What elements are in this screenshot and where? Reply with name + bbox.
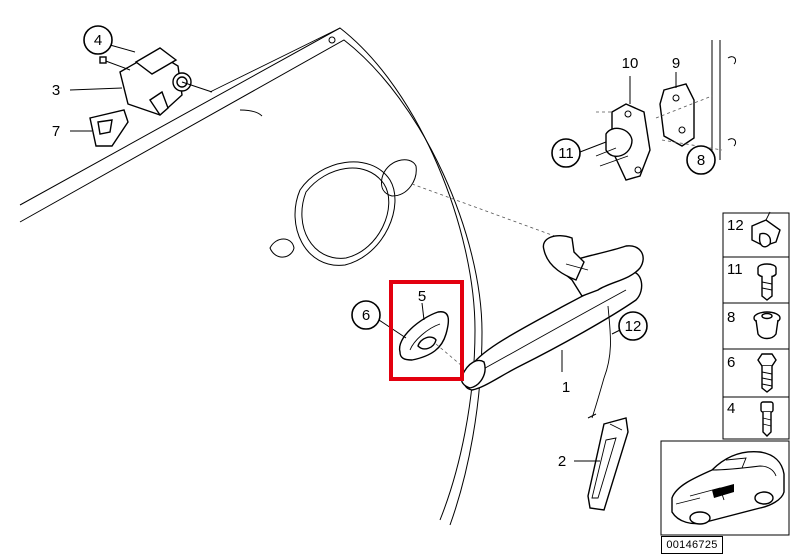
grommet-icon [753,311,781,340]
callout-2[interactable]: 2 [558,453,566,470]
lock-barrel-housing [99,47,213,117]
side-item-12[interactable]: 12 [727,211,781,248]
outer-door-handle [460,234,644,391]
door-striker-plate [595,103,651,181]
hinge-shim-plate [659,83,695,147]
handle-carrier-bracket [587,417,629,511]
side-item-11[interactable]: 11 [727,261,777,301]
highlight-box [389,280,464,381]
callout-8[interactable]: 8 [686,145,716,175]
diagram-id: 00146725 [661,536,723,554]
callout-3[interactable]: 3 [52,82,60,99]
svg-text:12: 12 [625,318,642,335]
callout-9[interactable]: 9 [672,55,680,72]
door-panel-outline [19,27,483,526]
door-pillar-edge [711,40,737,160]
hex-bolt-icon [757,353,777,393]
svg-text:12: 12 [727,217,744,234]
torx-screw-icon [757,263,777,301]
svg-text:6: 6 [727,354,735,371]
side-item-8[interactable]: 8 [727,309,781,340]
callout-11[interactable]: 11 [551,138,581,168]
side-parts-panel [722,212,790,440]
svg-text:4: 4 [94,32,102,49]
callout-10[interactable]: 10 [622,55,639,72]
callout-7[interactable]: 7 [52,123,60,140]
side-item-4[interactable]: 4 [727,400,774,437]
callout-1[interactable]: 1 [562,379,570,396]
vehicle-thumbnail [660,440,790,536]
socket-screw-icon [760,401,774,437]
svg-text:6: 6 [362,307,370,324]
clip-nut-icon [751,211,781,248]
retaining-clip [89,109,129,147]
callout-4[interactable]: 4 [83,25,113,55]
side-item-6[interactable]: 6 [727,353,777,393]
svg-text:8: 8 [727,309,735,326]
svg-text:11: 11 [558,145,574,162]
svg-text:8: 8 [697,152,705,169]
handle-gasket [398,311,450,361]
svg-text:4: 4 [727,400,735,417]
callout-12[interactable]: 12 [618,311,648,341]
callout-6[interactable]: 6 [351,300,381,330]
svg-text:11: 11 [727,261,743,278]
callout-5[interactable]: 5 [418,288,426,305]
